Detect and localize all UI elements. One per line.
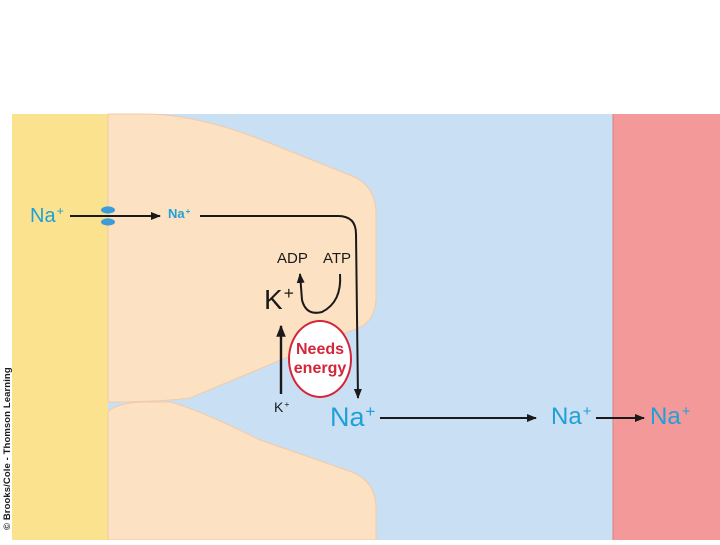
atp-label: ATP [323,250,352,267]
na-ion-cell-label: Na+ [168,206,191,221]
k-ion-interstitial-label: K+ [274,399,290,415]
blood-region [613,114,720,540]
arrow-cell-to-pump [200,215,362,399]
arrow-atp-to-adp [296,273,342,314]
copyright-credit: © Brooks/Cole - Thomson Learning [2,367,13,530]
sodium-channel-bottom [101,218,115,226]
needs-energy-pump: Needs energy [288,320,352,398]
na-ion-capillary-label: Na+ [551,403,592,430]
needs-energy-line1: Needs [295,341,345,358]
needs-energy-line2: energy [293,360,347,377]
lower-cell [107,401,377,541]
adp-label: ADP [277,250,308,267]
k-ion-cell-label: K+ [264,283,294,315]
na-ion-lumen-label: Na+ [30,204,64,227]
na-ion-interstitial-label: Na+ [330,401,376,432]
na-ion-blood-label: Na+ [650,403,691,430]
lumen-region [12,114,122,540]
sodium-channel-top [101,206,115,214]
